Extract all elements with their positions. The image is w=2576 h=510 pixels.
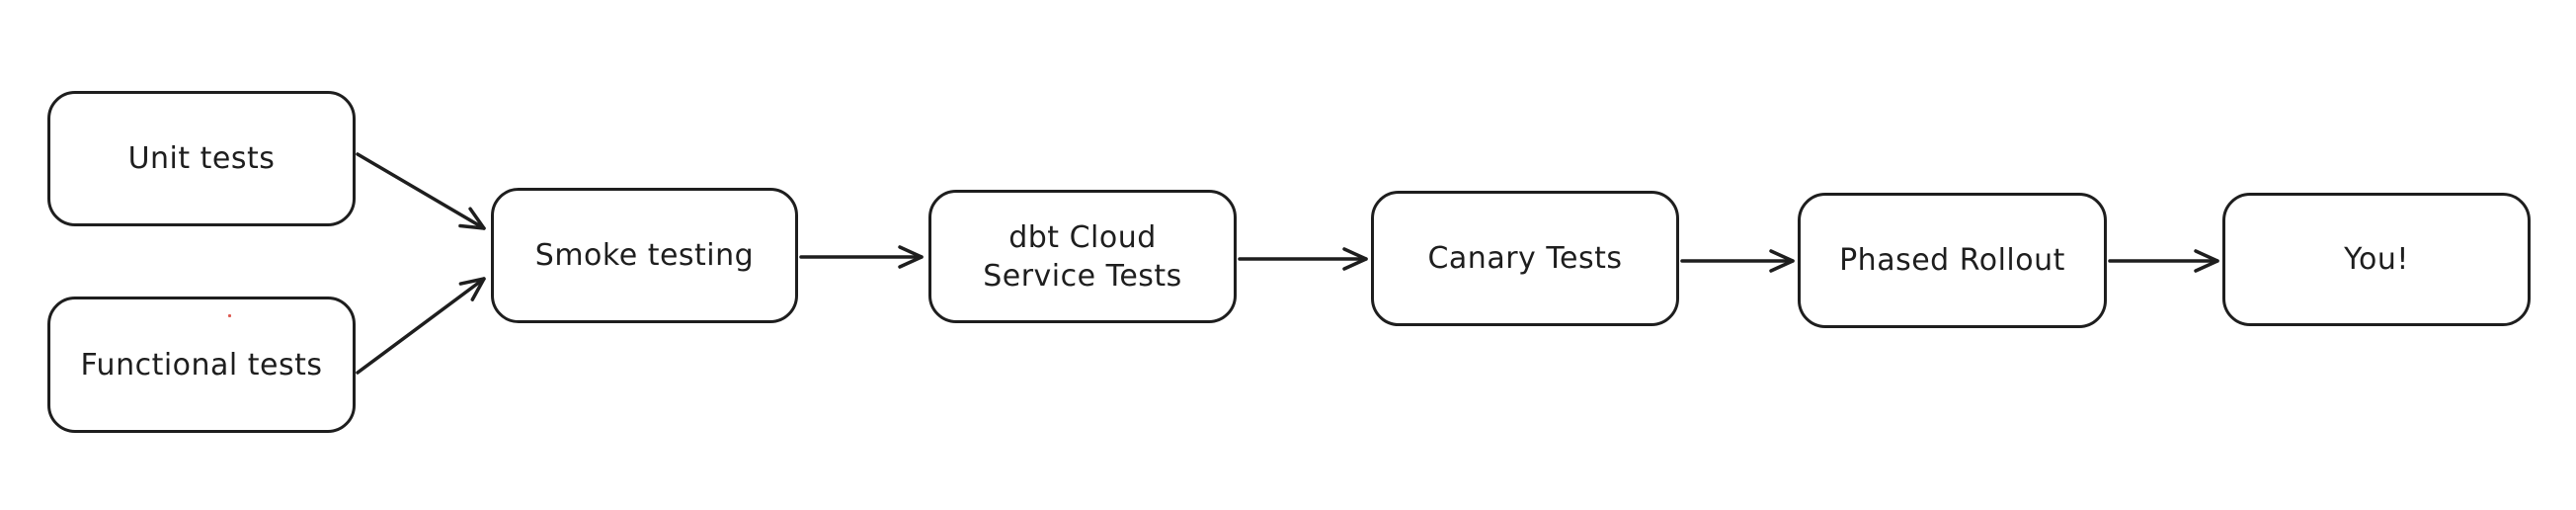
node-functional-tests[interactable]: Functional tests xyxy=(47,297,356,433)
node-canary-tests[interactable]: Canary Tests xyxy=(1371,191,1679,326)
stray-red-dot xyxy=(228,314,231,317)
node-you[interactable]: You! xyxy=(2222,193,2531,326)
edge-unit-tests-to-smoke-testing[interactable] xyxy=(356,152,486,230)
node-smoke-testing[interactable]: Smoke testing xyxy=(491,188,798,323)
node-label: You! xyxy=(2344,242,2409,277)
node-phased-rollout[interactable]: Phased Rollout xyxy=(1798,193,2107,328)
node-label: Phased Rollout xyxy=(1839,243,2065,278)
node-label: Unit tests xyxy=(127,141,276,176)
node-dbt-cloud-service-tests[interactable]: dbt Cloud Service Tests xyxy=(928,190,1237,323)
edge-functional-tests-to-smoke-testing[interactable] xyxy=(356,277,486,375)
node-label: Canary Tests xyxy=(1427,241,1623,276)
node-label: dbt Cloud Service Tests xyxy=(983,219,1182,294)
node-label: Smoke testing xyxy=(534,238,755,273)
node-unit-tests[interactable]: Unit tests xyxy=(47,91,356,226)
node-label: Functional tests xyxy=(80,347,323,382)
